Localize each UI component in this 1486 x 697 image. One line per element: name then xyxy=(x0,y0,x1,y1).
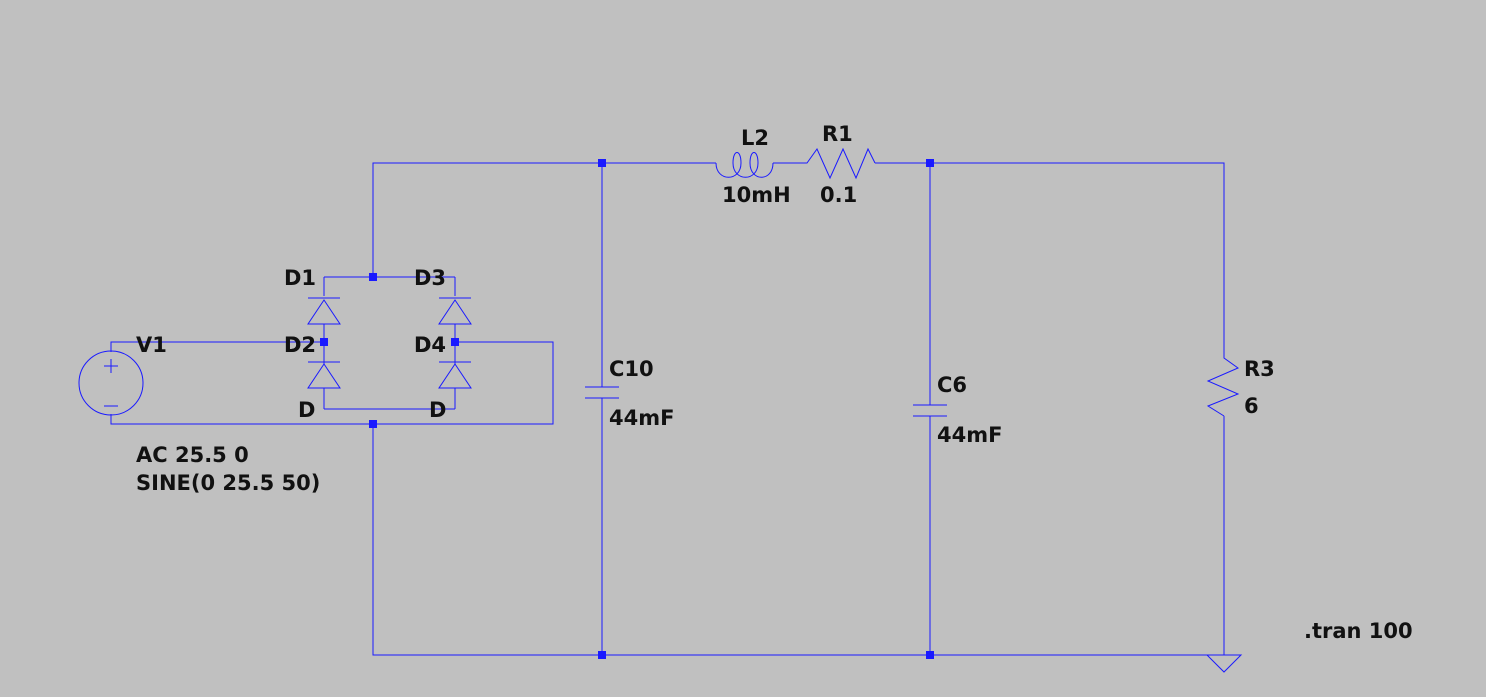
c10-value-label: 44mF xyxy=(609,406,674,430)
capacitor-c10-icon xyxy=(585,386,619,399)
v1-ac-label: AC 25.5 0 xyxy=(136,443,249,467)
voltage-source-v1[interactable] xyxy=(78,350,144,416)
junction-dot xyxy=(369,273,377,281)
inductor-l2-icon xyxy=(715,152,774,178)
source-circle-icon xyxy=(78,350,144,416)
diode-d1[interactable] xyxy=(307,297,341,325)
d1-model-label: D xyxy=(284,333,301,357)
resistor-r3[interactable] xyxy=(1206,350,1240,417)
wire-bridge-left[interactable] xyxy=(323,276,455,409)
r3-value-label: 6 xyxy=(1244,394,1259,418)
diode-d4-icon xyxy=(438,361,472,389)
resistor-r3-icon xyxy=(1206,350,1240,417)
v1-name-label: V1 xyxy=(136,333,167,357)
junction-dot xyxy=(598,159,606,167)
c10-name-label: C10 xyxy=(609,357,654,381)
labels: V1 AC 25.5 0 SINE(0 25.5 50) D1 D D2 D D… xyxy=(136,122,1413,643)
resistor-r1-icon xyxy=(797,147,876,180)
capacitor-c6-icon xyxy=(913,404,947,417)
diode-d4[interactable] xyxy=(438,361,472,389)
junctions xyxy=(320,159,934,659)
c6-value-label: 44mF xyxy=(937,423,1002,447)
wires xyxy=(110,162,1225,656)
junction-dot xyxy=(320,338,328,346)
r1-value-label: 0.1 xyxy=(820,183,857,207)
spice-directive[interactable]: .tran 100 xyxy=(1304,619,1413,643)
d2-name-label: D2 xyxy=(284,333,316,357)
wire-source-top[interactable] xyxy=(110,341,324,352)
wire-bottom[interactable] xyxy=(372,424,1224,656)
capacitor-c10[interactable] xyxy=(585,386,619,399)
d3-name-label: D3 xyxy=(414,266,446,290)
l2-value-label: 10mH xyxy=(722,183,791,207)
ground-icon xyxy=(1205,654,1243,673)
wire-top-right[interactable] xyxy=(875,162,1225,350)
junction-dot xyxy=(451,338,459,346)
diode-d1-icon xyxy=(307,297,341,325)
r3-name-label: R3 xyxy=(1244,357,1275,381)
r1-name-label: R1 xyxy=(822,122,853,146)
junction-dot xyxy=(926,651,934,659)
wire-source-bottom[interactable] xyxy=(110,341,554,425)
v1-sine-label: SINE(0 25.5 50) xyxy=(136,471,320,495)
ground-symbol[interactable] xyxy=(1205,654,1243,673)
d1-name-label: D1 xyxy=(284,266,316,290)
diode-d3[interactable] xyxy=(438,297,472,325)
c6-name-label: C6 xyxy=(937,373,967,397)
diode-d2-icon xyxy=(307,361,341,389)
l2-name-label: L2 xyxy=(741,126,769,150)
d3-model-label: D xyxy=(414,333,431,357)
d4-model-label: D xyxy=(429,398,446,422)
junction-dot xyxy=(598,651,606,659)
junction-dot xyxy=(926,159,934,167)
wire-top-left[interactable] xyxy=(372,162,716,277)
d4-name-label: D4 xyxy=(414,333,446,357)
d2-model-label: D xyxy=(298,398,315,422)
diode-d3-icon xyxy=(438,297,472,325)
junction-dot xyxy=(369,420,377,428)
capacitor-c6[interactable] xyxy=(913,404,947,417)
inductor-l2[interactable] xyxy=(715,152,774,178)
diode-d2[interactable] xyxy=(307,361,341,389)
plus-icon xyxy=(104,359,118,373)
resistor-r1[interactable] xyxy=(797,147,876,180)
